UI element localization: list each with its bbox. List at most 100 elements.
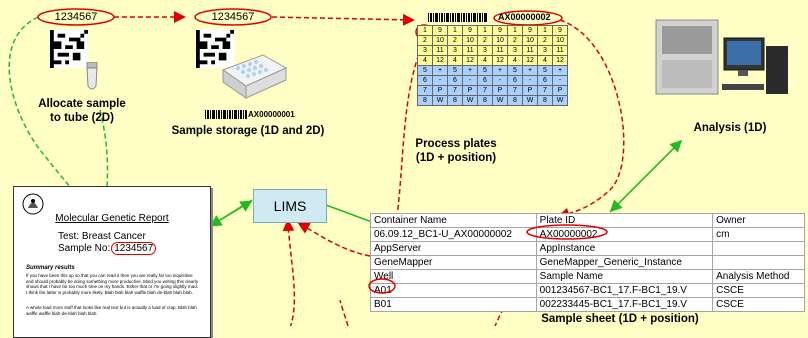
plate-well: 2 bbox=[507, 35, 523, 46]
caption-storage: Sample storage (1D and 2D) bbox=[171, 125, 325, 137]
sheet-cell bbox=[712, 255, 805, 270]
plate-well: 1 bbox=[507, 25, 523, 36]
plate-well: 10 bbox=[522, 35, 538, 46]
plate-well: 7 bbox=[417, 85, 433, 96]
plate-well: 9 bbox=[462, 25, 478, 36]
plate-well: 3 bbox=[537, 45, 553, 56]
plate-well: 7 bbox=[537, 85, 553, 96]
report-sample-number: 1234567 bbox=[111, 242, 157, 255]
plate-well: 11 bbox=[492, 45, 508, 56]
plate-well: + bbox=[462, 65, 478, 76]
plate-well: 12 bbox=[492, 55, 508, 66]
plate-well: - bbox=[462, 75, 478, 86]
storage-1d-label: AX00000001 bbox=[248, 110, 295, 119]
arrow-barcode-to-report bbox=[8, 16, 123, 246]
plate-well: 3 bbox=[447, 45, 463, 56]
report-sample-line: Sample No:1234567 bbox=[58, 242, 157, 255]
plate-well: 11 bbox=[462, 45, 478, 56]
plate-well: 10 bbox=[432, 35, 448, 46]
plate-well: - bbox=[552, 75, 568, 86]
plate-well: 12 bbox=[522, 55, 538, 66]
plate-well: 5 bbox=[447, 65, 463, 76]
caption-analysis: Analysis (1D) bbox=[693, 122, 767, 134]
sheet-cell: AppServer bbox=[370, 241, 537, 256]
sheet-cell: AX00000002 bbox=[535, 227, 714, 242]
sheet-cell: 002233445-BC1_17.F-BC1_19.V bbox=[535, 297, 714, 312]
plate-well: 8 bbox=[537, 95, 553, 106]
plate-well: - bbox=[522, 75, 538, 86]
arrow-plateid-to-sheet bbox=[557, 19, 625, 220]
sheet-cell: Plate ID bbox=[535, 213, 714, 228]
sample-storage-rack-icon bbox=[221, 54, 288, 99]
plate-well: P bbox=[492, 85, 508, 96]
plate-well: 6 bbox=[537, 75, 553, 86]
plate-row: 6-6-6-6-6- bbox=[417, 75, 568, 86]
plate-well: 12 bbox=[552, 55, 568, 66]
sheet-cell: GeneMapper bbox=[370, 255, 537, 270]
sheet-cell: Owner bbox=[712, 213, 805, 228]
plate-well: 9 bbox=[492, 25, 508, 36]
plate-well: 7 bbox=[447, 85, 463, 96]
plate-well: 10 bbox=[492, 35, 508, 46]
plate-well: 1 bbox=[537, 25, 553, 36]
sheet-cell: GeneMapper_Generic_Instance bbox=[535, 255, 714, 270]
sheet-cell: CSCE bbox=[712, 297, 805, 312]
sheet-cell: Container Name bbox=[370, 213, 537, 228]
plate-well: 12 bbox=[432, 55, 448, 66]
plate-well: 11 bbox=[552, 45, 568, 56]
plate-well: 2 bbox=[477, 35, 493, 46]
plate-well: 1 bbox=[417, 25, 433, 36]
sheet-cell: B01 bbox=[370, 297, 537, 312]
highlight-barcode-mid bbox=[194, 8, 272, 26]
connector-layer bbox=[8, 8, 683, 326]
plate-id-label: AX00000002 bbox=[498, 12, 551, 22]
plate-well: 7 bbox=[477, 85, 493, 96]
plate-well: 8 bbox=[477, 95, 493, 106]
report-summary-body: If you have been this up so that you can… bbox=[26, 273, 199, 295]
plate-well: - bbox=[432, 75, 448, 86]
caption-process: Process plates (1D + position) bbox=[415, 138, 497, 164]
arrow-report-lims bbox=[211, 200, 253, 226]
sheet-cell: Well bbox=[370, 269, 537, 284]
caption-allocate: Allocate sample to tube (2D) bbox=[38, 98, 126, 124]
sheet-cell: A01 bbox=[370, 283, 537, 298]
barcode-number-storage: 1234567 bbox=[211, 11, 255, 23]
plate-well: 2 bbox=[447, 35, 463, 46]
plate-row: 5+5+5+5+5+ bbox=[417, 65, 568, 76]
plate-well: 4 bbox=[507, 55, 523, 66]
report-title: Molecular Genetic Report bbox=[55, 213, 169, 224]
sheet-cell: CSCE bbox=[712, 283, 805, 298]
plate-well: 10 bbox=[462, 35, 478, 46]
report-crest-icon bbox=[22, 193, 44, 215]
plate-well: 3 bbox=[507, 45, 523, 56]
plate-well: 9 bbox=[432, 25, 448, 36]
plate-well: 1 bbox=[447, 25, 463, 36]
plate-well: 9 bbox=[522, 25, 538, 36]
plate-well: W bbox=[432, 95, 448, 106]
report-test-line: Test: Breast Cancer bbox=[58, 231, 146, 242]
plate-well: 6 bbox=[417, 75, 433, 86]
plate-well: 11 bbox=[522, 45, 538, 56]
barcode-1d-storage-icon bbox=[205, 110, 247, 119]
plate-well: P bbox=[432, 85, 448, 96]
plate-well: 2 bbox=[537, 35, 553, 46]
plate-well: + bbox=[492, 65, 508, 76]
plate-well: 5 bbox=[537, 65, 553, 76]
plate-well: 4 bbox=[417, 55, 433, 66]
plate-well: 8 bbox=[447, 95, 463, 106]
plate-well: + bbox=[522, 65, 538, 76]
plate-well: W bbox=[552, 95, 568, 106]
sheet-cell bbox=[712, 241, 805, 256]
plate-well: P bbox=[552, 85, 568, 96]
plate-well: 5 bbox=[507, 65, 523, 76]
plate-well: 7 bbox=[507, 85, 523, 96]
